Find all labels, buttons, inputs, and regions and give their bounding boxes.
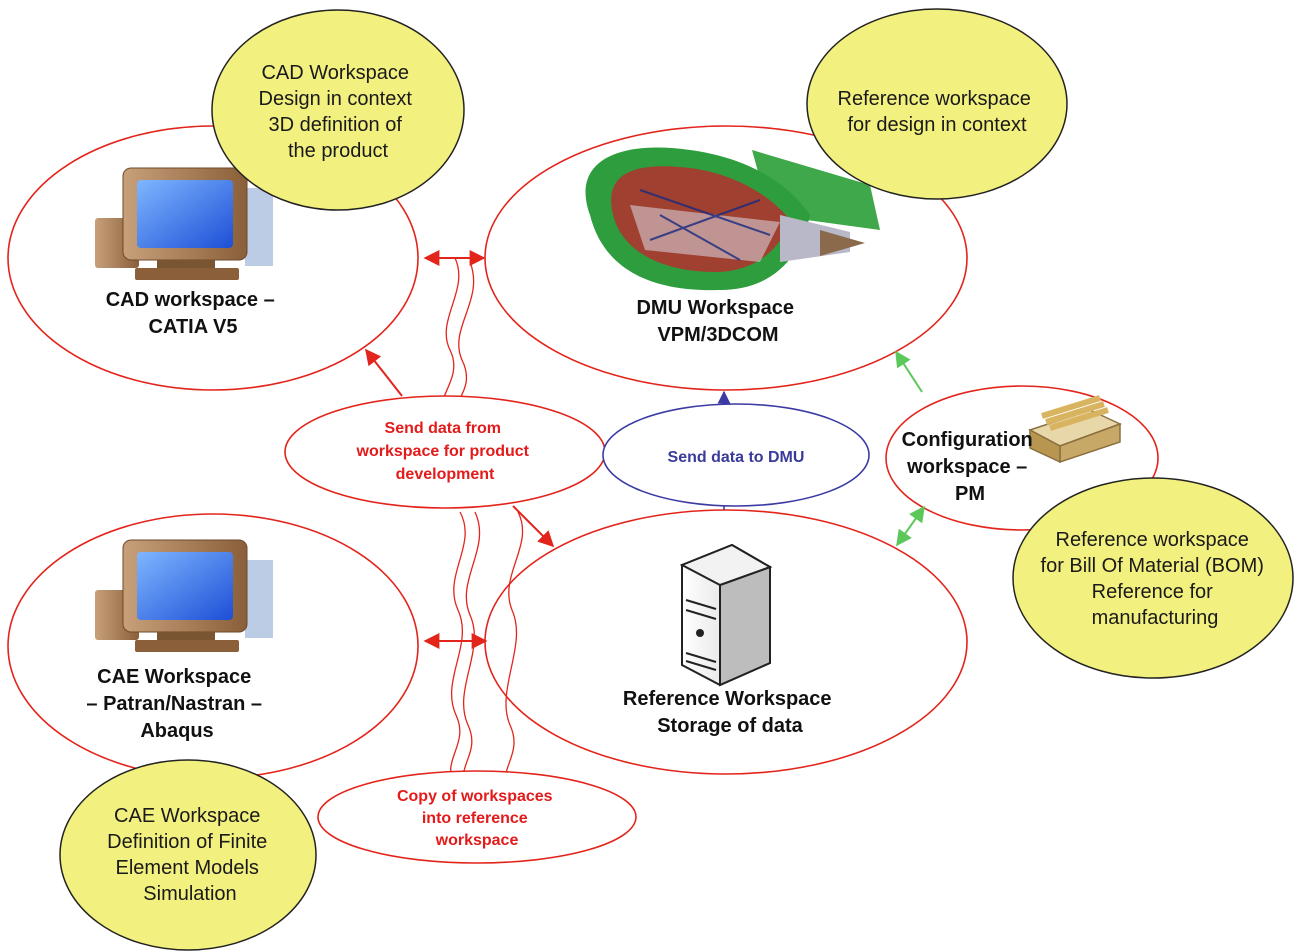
cad-note-line: CAD Workspace: [261, 62, 408, 84]
dmu-note-text: Reference workspace for design in contex…: [838, 88, 1037, 136]
copy-workspaces-ellipse: [317, 770, 637, 864]
cae-workspace-line: – Patran/Nastran –: [86, 693, 262, 715]
cad-note-line: 3D definition of: [269, 114, 403, 136]
dmu-workspace-line: VPM/3DCOM: [657, 324, 778, 346]
cad-workspace-label: CAD workspace – CATIA V5: [106, 289, 281, 338]
configuration-workspace-line: PM: [955, 483, 985, 505]
configuration-reference-arrow: [896, 505, 925, 547]
bom-note-line: Reference workspace: [1056, 529, 1249, 551]
bom-note-line: Reference for: [1092, 581, 1214, 603]
cad-note-line: the product: [288, 140, 389, 162]
configuration-dmu-arrow: [895, 350, 923, 393]
bom-note-text: Reference workspace for Bill Of Material…: [1041, 529, 1270, 629]
dmu-note-bubble: [806, 8, 1068, 200]
cae-workspace-line: CAE Workspace: [97, 666, 251, 688]
reference-workspace-label: Reference Workspace Storage of data: [623, 688, 837, 737]
server-icon: [679, 543, 773, 687]
wavy-connectors: [440, 257, 524, 793]
jet-engine-image: [585, 147, 880, 291]
cad-computer-icon: [95, 167, 273, 280]
cad-workspace-line: CAD workspace –: [106, 289, 275, 311]
send-to-cad-arrow: [365, 348, 403, 397]
dmu-note-line: for design in context: [848, 114, 1027, 136]
bom-note-line: manufacturing: [1092, 607, 1219, 629]
copy-workspaces-line: into reference: [422, 810, 528, 827]
cad-note-bubble: [211, 9, 465, 211]
send-data-from-line: workspace for product: [356, 443, 530, 460]
dmu-note-line: Reference workspace: [838, 88, 1031, 110]
cad-note-text: CAD Workspace Design in context 3D defin…: [259, 62, 418, 162]
send-data-dmu-ellipse: [602, 403, 870, 507]
dmu-workspace-line: DMU Workspace: [636, 297, 793, 319]
cae-note-line: Element Models: [116, 857, 259, 879]
cae-workspace-label: CAE Workspace – Patran/Nastran – Abaqus: [86, 666, 267, 742]
configuration-workspace-line: Configuration: [902, 429, 1033, 451]
configuration-workspace-label: Configuration workspace – PM: [902, 429, 1039, 505]
reference-workspace-line: Storage of data: [657, 715, 803, 737]
send-data-from-line: development: [396, 466, 495, 483]
send-data-from-line: Send data from: [385, 420, 501, 437]
cae-note-bubble: [59, 759, 317, 951]
cae-workspace-line: Abaqus: [140, 720, 213, 742]
send-to-reference-arrow: [512, 505, 555, 548]
cae-note-line: Simulation: [143, 883, 236, 905]
configuration-workspace-line: workspace –: [906, 456, 1027, 478]
send-data-dmu-line: Send data to DMU: [668, 449, 805, 466]
send-data-dmu-text: Send data to DMU: [668, 449, 805, 466]
cad-workspace-line: CATIA V5: [149, 316, 238, 338]
cae-note-line: Definition of Finite: [107, 831, 267, 853]
cae-note-line: CAE Workspace: [114, 805, 260, 827]
bom-note-line: for Bill Of Material (BOM): [1041, 555, 1264, 577]
reference-workspace-line: Reference Workspace: [623, 688, 832, 710]
copy-workspaces-line: Copy of workspaces: [397, 788, 553, 805]
tray-icon: [1028, 395, 1122, 464]
cae-computer-icon: [95, 539, 273, 652]
cad-note-line: Design in context: [259, 88, 413, 110]
configuration-workspace-ellipse: [885, 385, 1159, 531]
copy-workspaces-text: Copy of workspaces into reference worksp…: [397, 788, 557, 849]
cae-note-text: CAE Workspace Definition of Finite Eleme…: [107, 805, 273, 905]
copy-workspaces-line: workspace: [435, 832, 519, 849]
dmu-workspace-label: DMU Workspace VPM/3DCOM: [636, 297, 799, 346]
bom-note-bubble: [1012, 477, 1294, 679]
send-data-from-text: Send data from workspace for product dev…: [356, 420, 534, 483]
